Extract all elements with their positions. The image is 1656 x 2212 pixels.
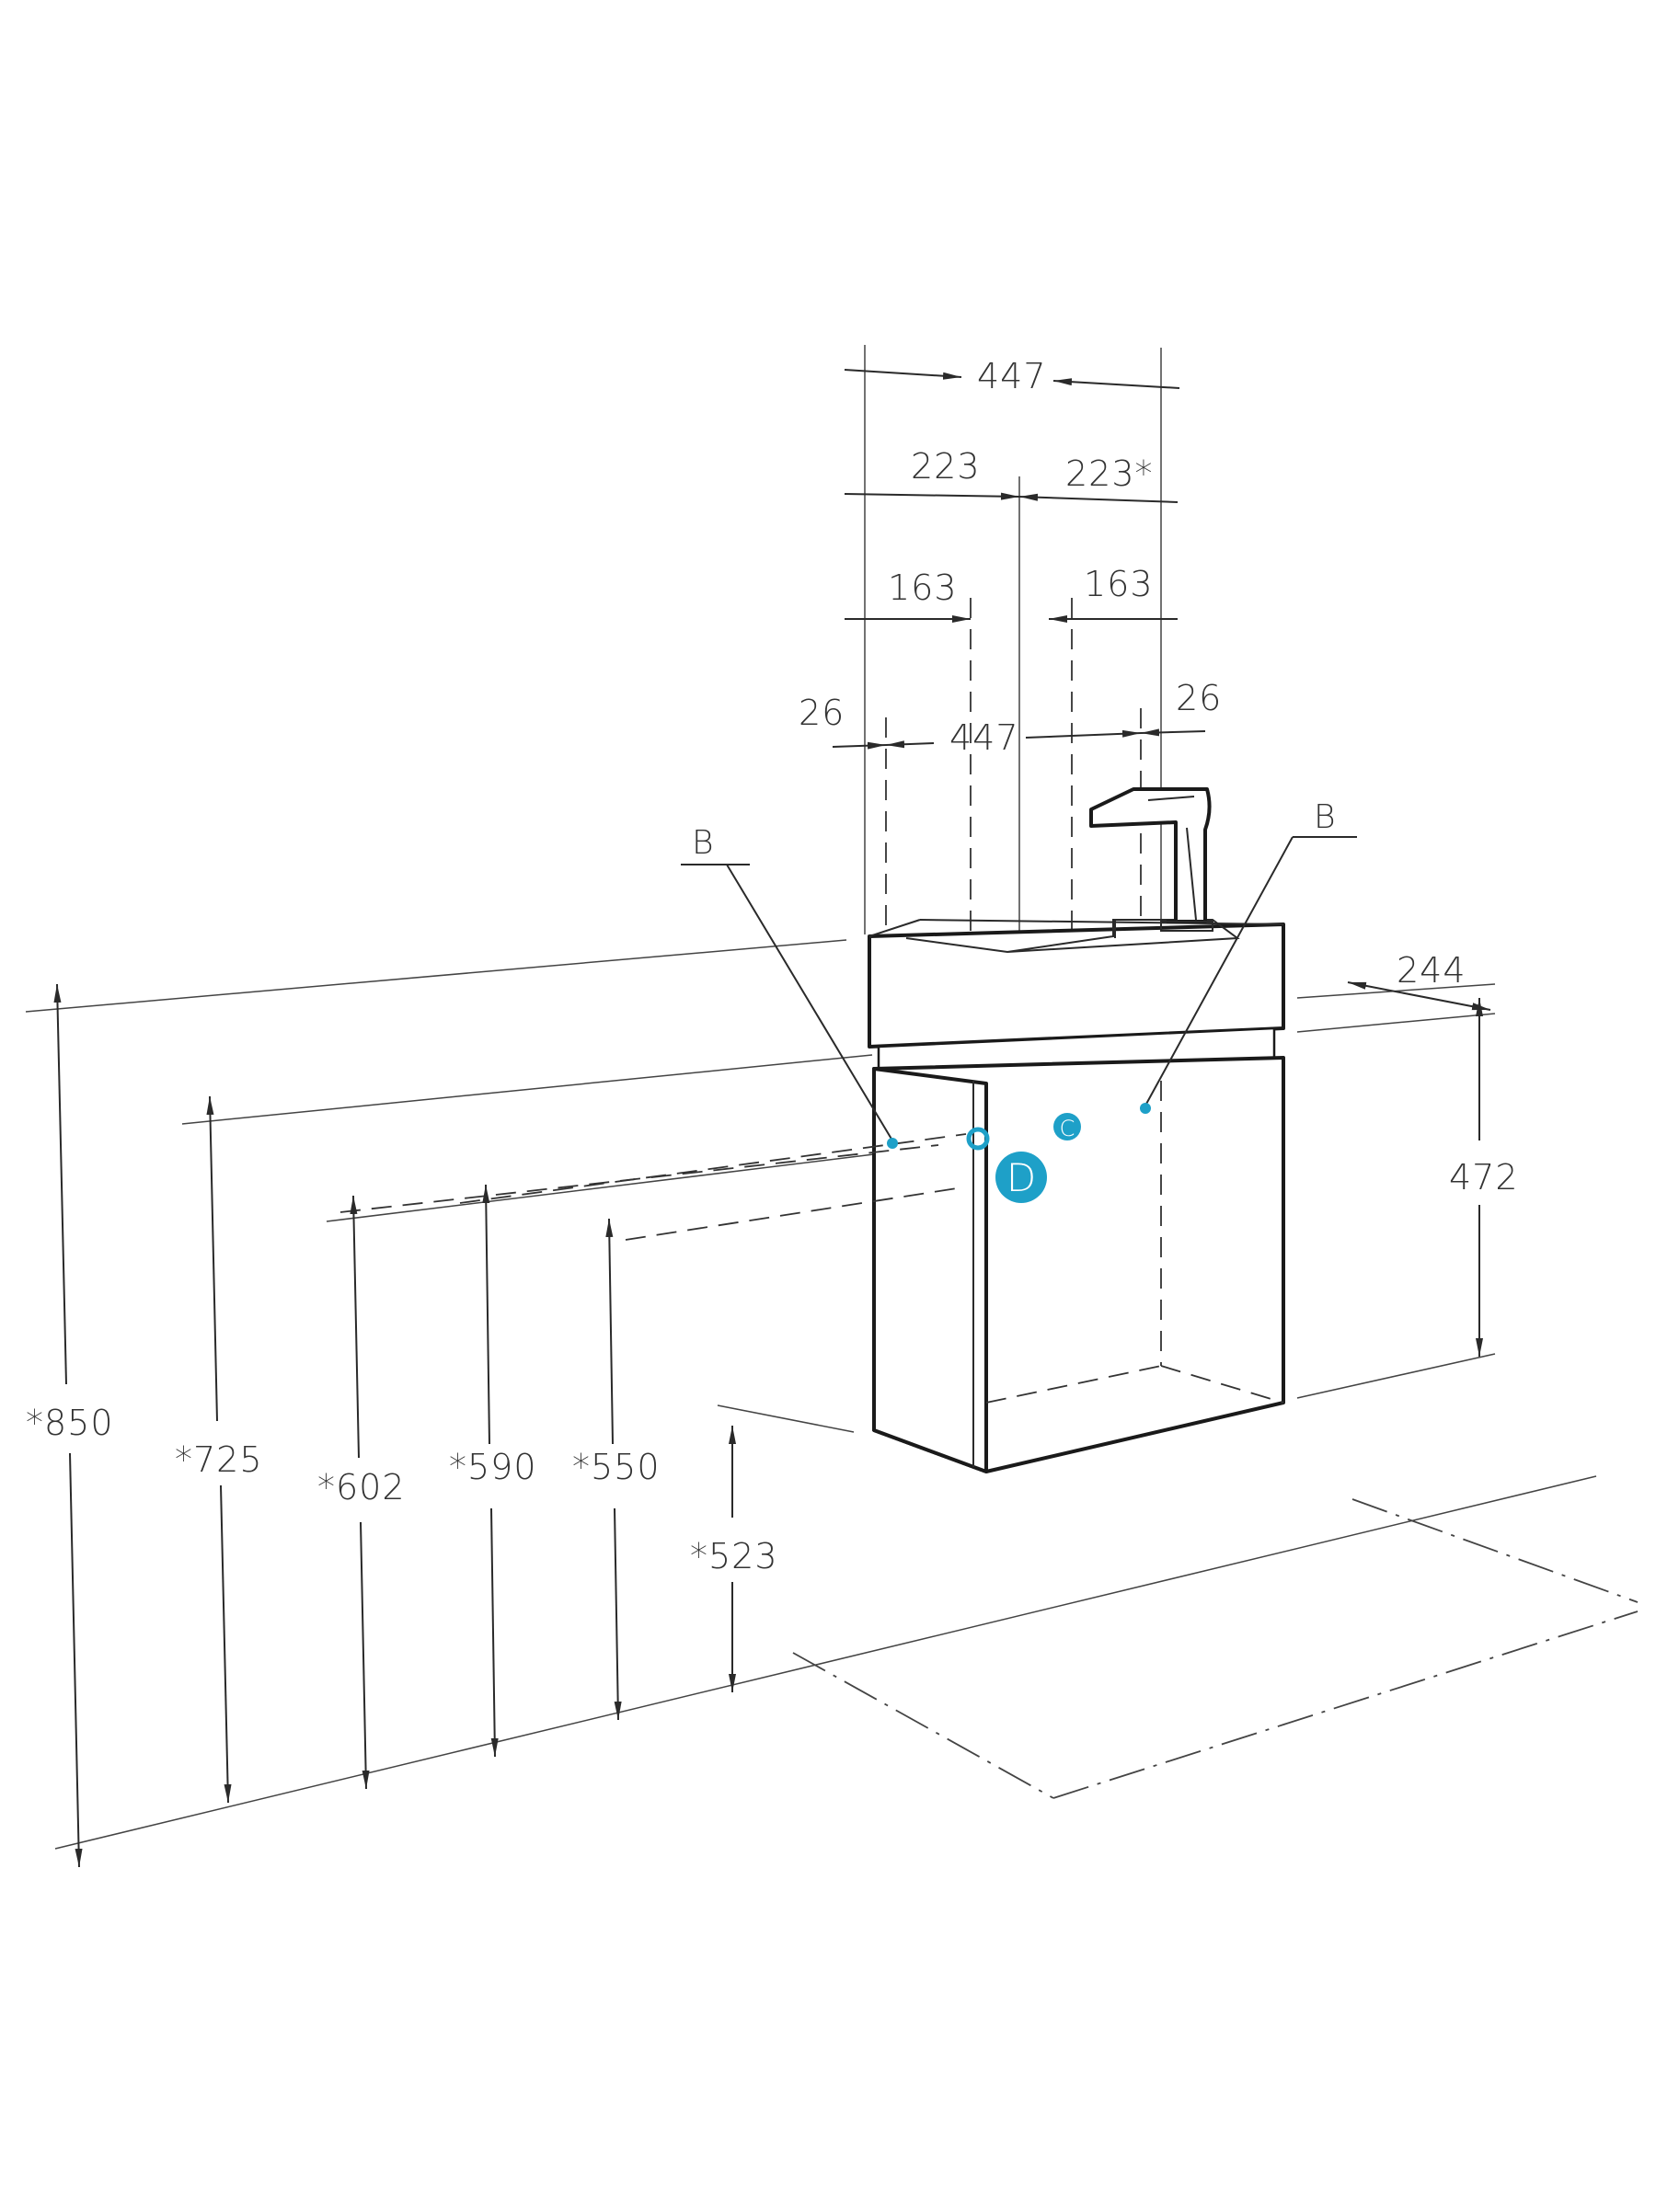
dim-h550: *550: [572, 1447, 661, 1487]
cabinet: [339, 1056, 1285, 1473]
dim-h850: *850: [26, 1403, 114, 1443]
label-b-right: B: [1314, 798, 1336, 836]
marker-connector: [966, 1127, 990, 1151]
height-dimensions: *850 *725 *602 *590 *550 *523: [26, 983, 778, 1868]
marker-d: [995, 1152, 1047, 1203]
dim-depth: 244: [1397, 950, 1466, 991]
marker-dot-b-right: [1140, 1103, 1151, 1114]
dim-offset-right: 163: [1084, 564, 1154, 604]
label-d: D: [1006, 1155, 1036, 1200]
label-b-left: B: [692, 824, 714, 862]
right-dimensions: 244 472: [1347, 950, 1519, 1357]
floor-footprint: [792, 1498, 1639, 1799]
basin: [868, 919, 1285, 1076]
markers: B B C D: [681, 798, 1357, 1203]
dim-h590: *590: [449, 1447, 537, 1487]
label-c: C: [1060, 1116, 1075, 1141]
dim-basin-height: 472: [1449, 1157, 1519, 1198]
dim-h523: *523: [690, 1536, 778, 1576]
dim-offset-left: 163: [888, 567, 958, 608]
dim-top-width: 447: [977, 356, 1047, 396]
dim-edge-right: 26: [1176, 678, 1222, 718]
marker-c: [1053, 1113, 1081, 1140]
dim-h602: *602: [317, 1467, 406, 1507]
top-dimensions: 447 223 223* 163 163 26 447 26: [799, 345, 1222, 1113]
dim-half-left: 223: [911, 446, 981, 487]
faucet-icon: [1089, 787, 1213, 932]
wall-lines: [25, 939, 1597, 1850]
dim-half-right: 223*: [1065, 453, 1154, 494]
dim-edge-left: 26: [799, 693, 845, 733]
marker-dot-b-left: [887, 1138, 898, 1149]
dim-inner-width: 447: [949, 717, 1019, 758]
dim-h725: *725: [175, 1439, 263, 1480]
